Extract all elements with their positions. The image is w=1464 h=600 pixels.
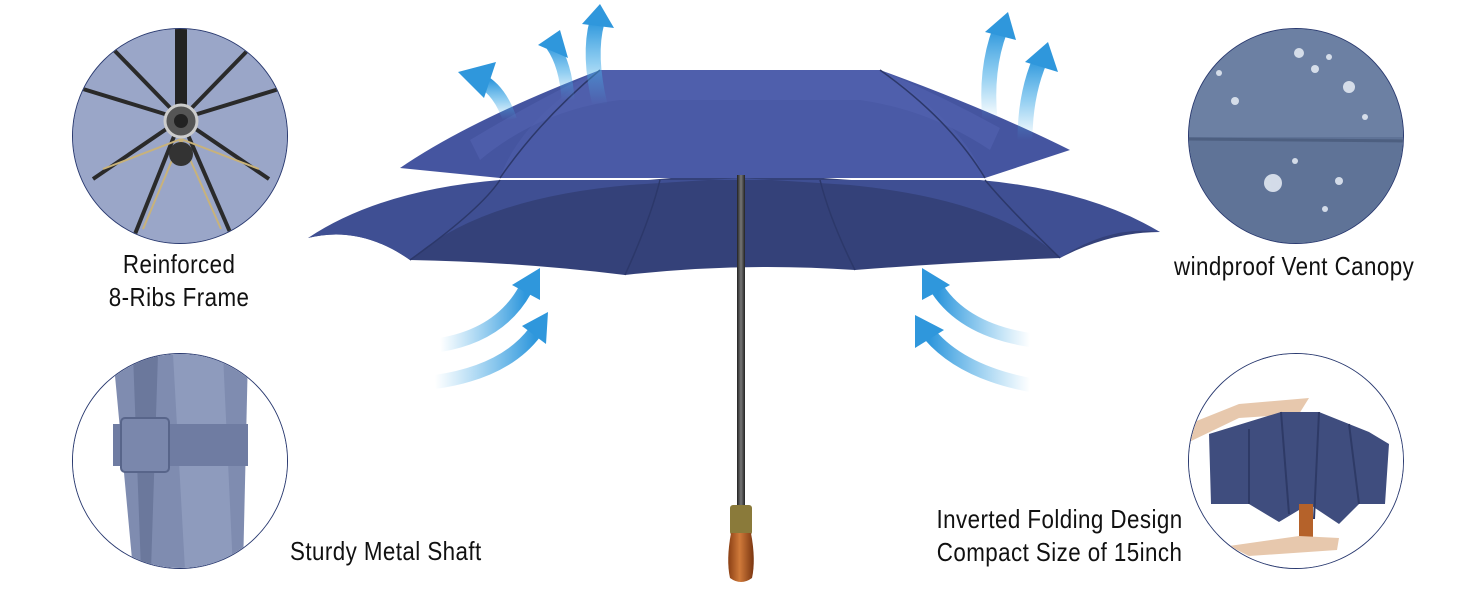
airflow-arrow-icon [458,62,517,123]
wooden-handle [728,533,754,582]
ribs-frame-caption: Reinforced 8-Ribs Frame [106,248,252,314]
ribs-caption-line1: Reinforced [122,249,236,279]
canopy-ribs [409,69,1061,276]
folding-caption-line2: Compact Size of 15inch [936,537,1183,567]
ribs-frame-detail-image [72,28,288,244]
inverted-folding-caption: Inverted Folding Design Compact Size of … [934,503,1185,569]
airflow-arrow-icon [981,12,1016,121]
airflow-arrow-icon [915,315,1032,392]
handle-collar [730,505,752,535]
inverted-folding-detail-image [1188,353,1404,569]
airflow-arrow-icon [582,4,614,107]
airflow-arrow-icon [433,312,548,389]
metal-shaft-caption: Sturdy Metal Shaft [290,536,482,566]
folding-caption-line1: Inverted Folding Design [936,504,1183,534]
ribs-caption-line2: 8-Ribs Frame [108,282,250,312]
canopy-outer [308,178,1160,260]
vent-canopy-caption: windproof Vent Canopy [1174,251,1415,281]
airflow-arrow-icon [922,268,1032,347]
airflow-arrow-icon [538,30,575,101]
airflow-arrow-icon [1017,42,1058,141]
metal-shaft-detail-image [72,353,288,569]
vent-canopy-detail-image [1188,28,1404,244]
umbrella-shaft [737,175,745,510]
airflow-arrow-icon [438,268,540,352]
